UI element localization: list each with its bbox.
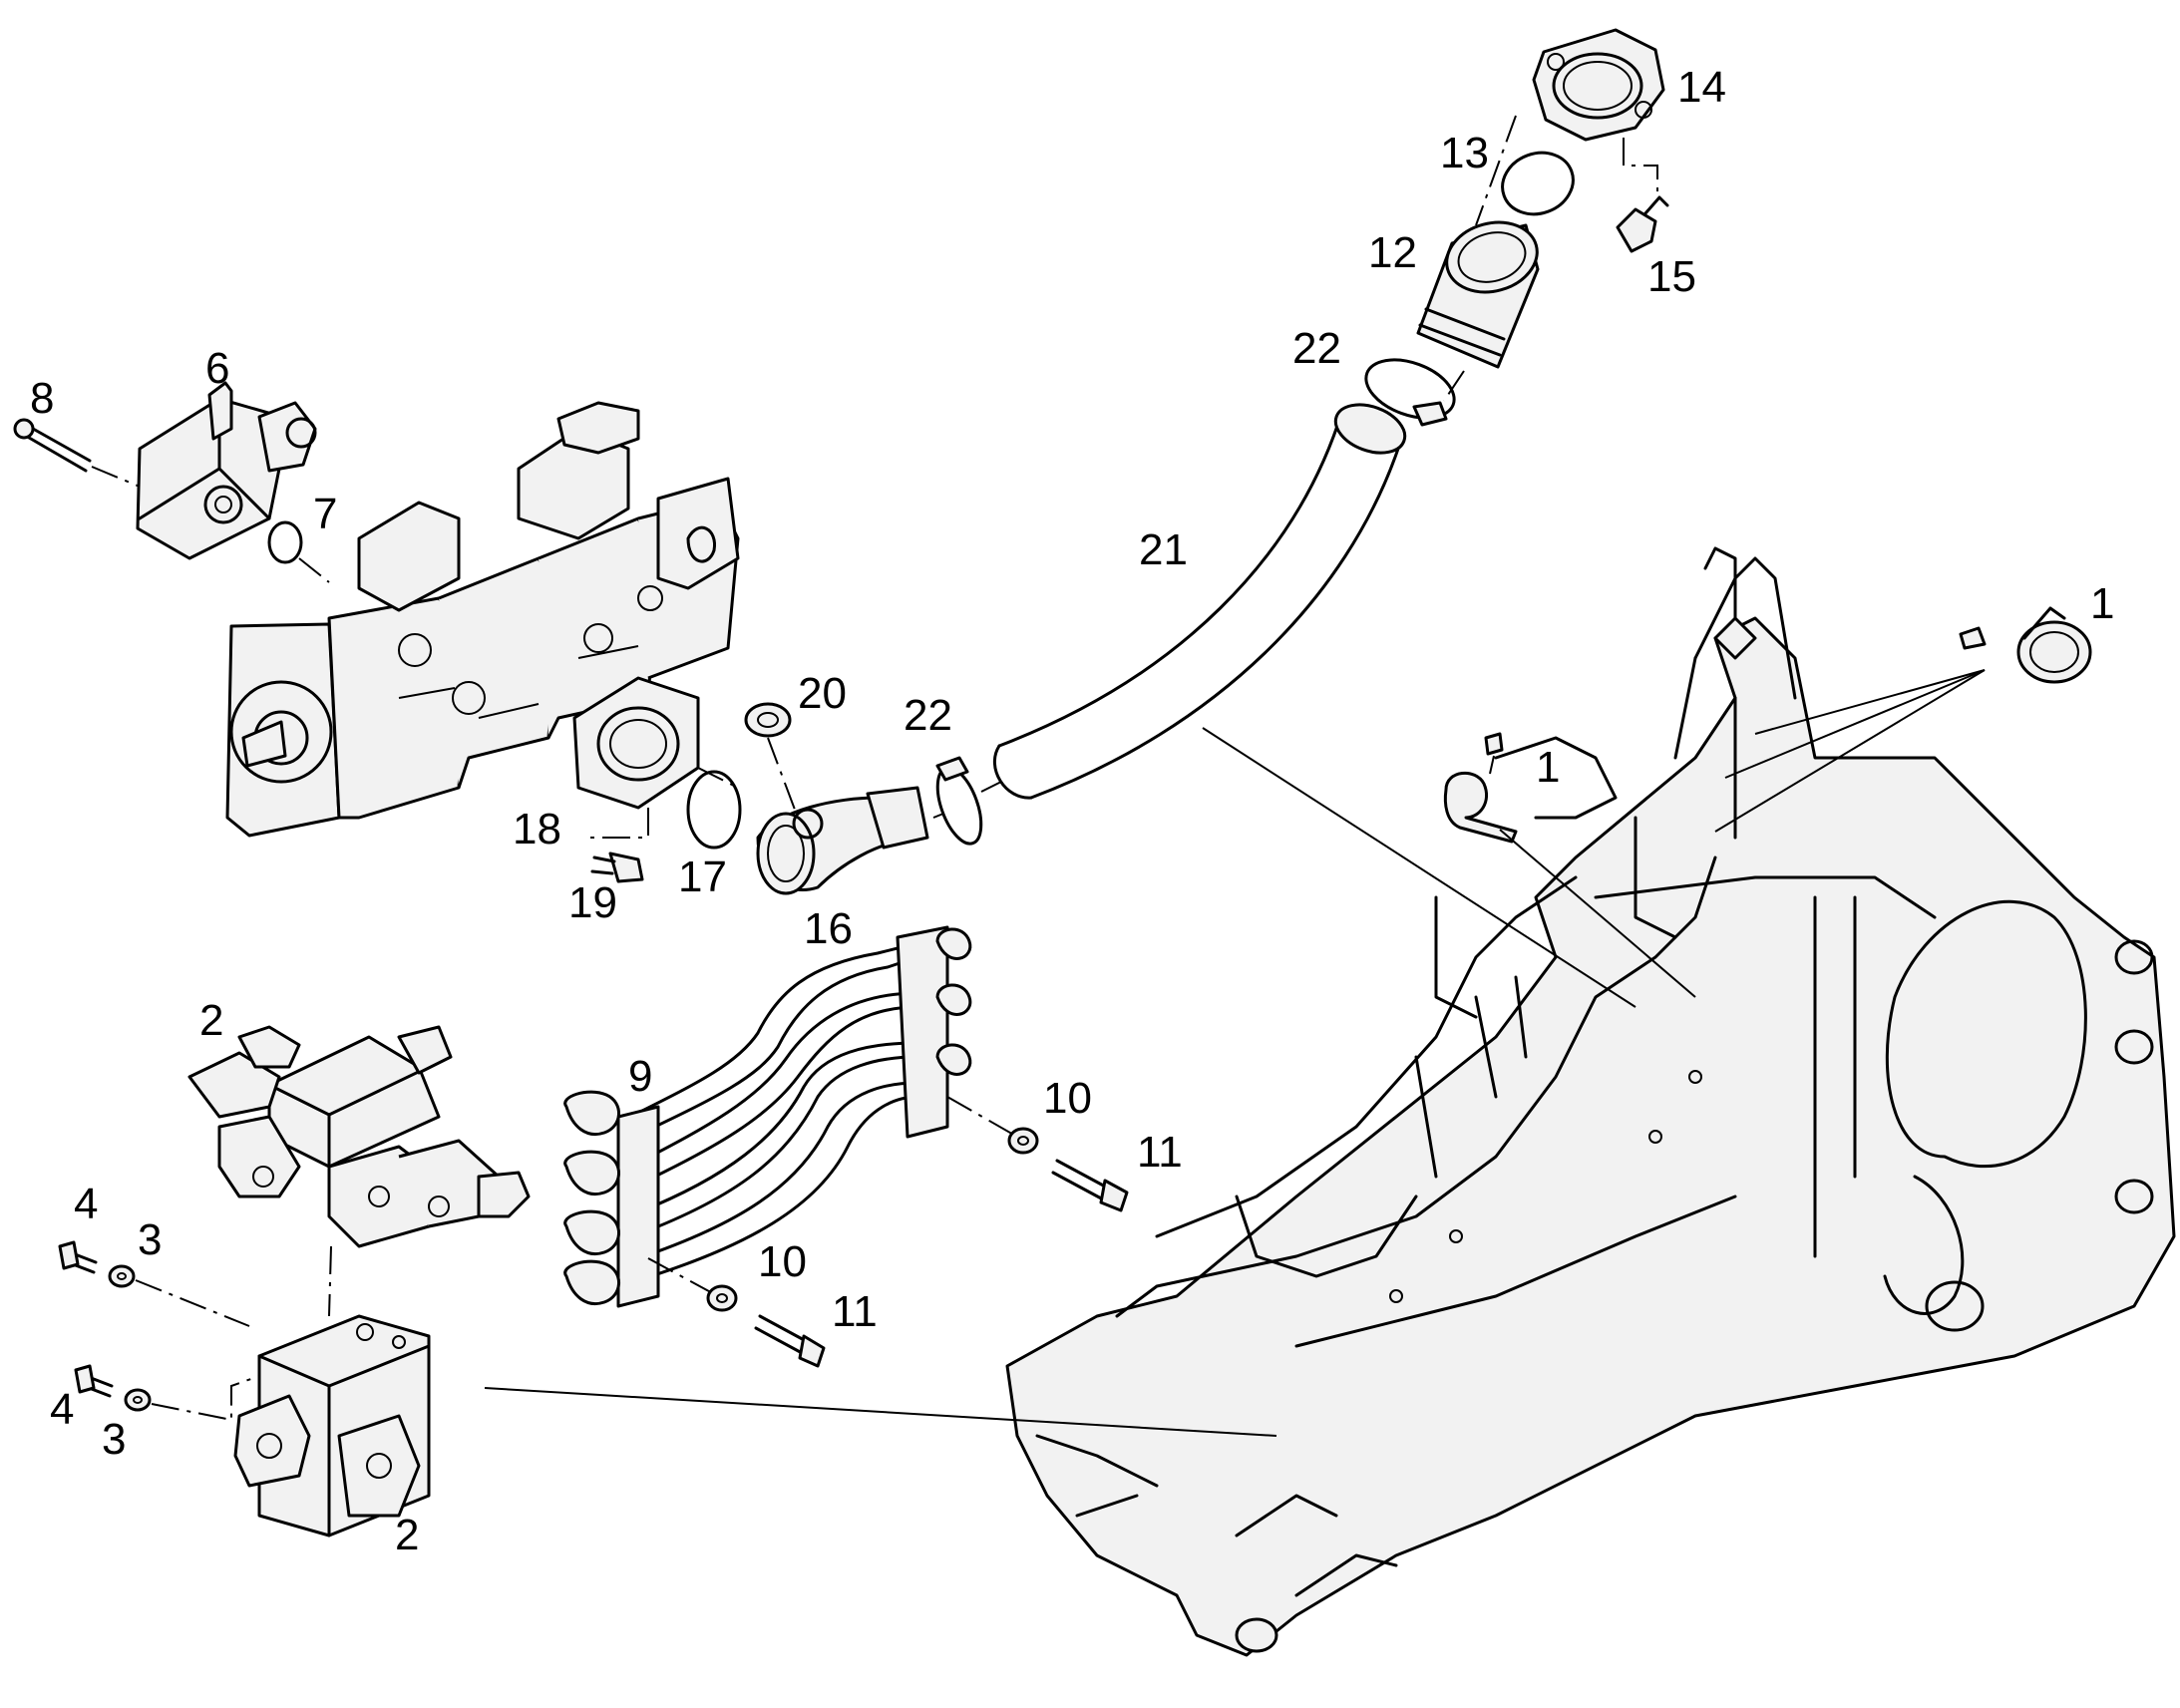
callout-7: 7 xyxy=(313,490,337,538)
part-1-clip-lower xyxy=(1443,732,1518,844)
callout-9: 9 xyxy=(628,1052,652,1101)
part-11-bolt-upper xyxy=(1051,1159,1129,1212)
leader-3-4-upper xyxy=(135,1279,250,1327)
part-22-clamp-top xyxy=(1364,358,1456,427)
callout-10-upper: 10 xyxy=(1043,1074,1092,1123)
callout-10-lower: 10 xyxy=(758,1237,807,1286)
leader-10-11-upper xyxy=(946,1096,1018,1138)
part-10-washer-lower xyxy=(706,1284,738,1312)
callout-19: 19 xyxy=(568,878,617,927)
part-11-bolt-lower xyxy=(754,1314,826,1368)
part-22-clamp-lower xyxy=(935,756,983,846)
leader-7 xyxy=(298,557,330,583)
callout-22-lower: 22 xyxy=(904,691,952,740)
leader-1-upper-a xyxy=(1754,669,1986,735)
callout-3-lower: 3 xyxy=(102,1415,126,1464)
part-9-tube-bundle xyxy=(563,925,972,1308)
part-21-hose xyxy=(992,403,1407,800)
part-4-bolt-lower xyxy=(74,1364,114,1398)
part-4-bolt-upper xyxy=(58,1240,98,1274)
leader-1-upper-b xyxy=(1724,669,1986,779)
leader-8 xyxy=(91,466,141,488)
callout-2-upper: 2 xyxy=(199,996,223,1045)
callout-16: 16 xyxy=(804,904,853,953)
part-12-tube xyxy=(1416,220,1540,369)
part-1-clip-upper xyxy=(1959,606,2092,684)
part-10-washer-upper xyxy=(1007,1127,1039,1155)
part-3-washer-upper xyxy=(108,1264,136,1288)
part-20-plug xyxy=(744,702,792,738)
callout-13: 13 xyxy=(1440,129,1489,177)
leader-2-frame xyxy=(484,1387,1277,1437)
part-14-flange xyxy=(1532,28,1665,142)
callout-8: 8 xyxy=(30,374,54,423)
axis-valves xyxy=(328,1245,332,1317)
part-7-oring xyxy=(267,520,303,564)
part-8-bolt xyxy=(13,418,92,473)
leader-3-4-lower xyxy=(151,1375,260,1422)
part-15-bolt xyxy=(1616,195,1669,253)
callout-15: 15 xyxy=(1647,252,1696,301)
callout-4-upper: 4 xyxy=(74,1180,98,1228)
part-18-flange xyxy=(572,676,700,810)
leader-18-19 xyxy=(586,808,649,839)
callout-11-lower: 11 xyxy=(832,1287,878,1336)
callout-17: 17 xyxy=(678,853,727,901)
callout-1-upper: 1 xyxy=(2090,579,2114,628)
part-13-oring xyxy=(1501,151,1575,216)
part-3-washer-lower xyxy=(124,1388,152,1412)
callout-14: 14 xyxy=(1677,63,1726,112)
leader-1-lower xyxy=(1489,755,1495,775)
callout-2-lower: 2 xyxy=(395,1511,419,1559)
part-17-oring xyxy=(686,770,742,850)
part-2-valve-lower xyxy=(233,1314,431,1537)
callout-20: 20 xyxy=(798,669,847,718)
part-19-bolt xyxy=(590,852,644,883)
callout-1-lower: 1 xyxy=(1536,743,1560,792)
callout-6: 6 xyxy=(205,344,229,393)
callout-22-upper: 22 xyxy=(1292,324,1341,373)
leader-21-frame xyxy=(1202,727,1636,1008)
callout-11-upper: 11 xyxy=(1137,1128,1183,1177)
axis-21-12 xyxy=(1443,115,1517,402)
part-16-elbow xyxy=(756,786,929,895)
callout-12: 12 xyxy=(1368,228,1417,277)
leader-1-upper-c xyxy=(1714,669,1986,833)
leader-10-11-lower xyxy=(647,1257,719,1297)
axis-16-21 xyxy=(932,781,1002,819)
callout-3-upper: 3 xyxy=(138,1215,162,1264)
leader-17 xyxy=(697,767,739,789)
leader-14-15 xyxy=(1623,138,1658,195)
part-2-valve-upper xyxy=(187,1025,531,1248)
callout-18: 18 xyxy=(513,805,561,854)
leader-20 xyxy=(767,737,799,819)
leader-1-lower-frame xyxy=(1499,829,1696,998)
callout-21: 21 xyxy=(1139,525,1188,574)
callout-4-lower: 4 xyxy=(50,1385,74,1434)
part-machine-frame xyxy=(1005,546,2176,1657)
part-6-valve-block xyxy=(136,381,317,560)
